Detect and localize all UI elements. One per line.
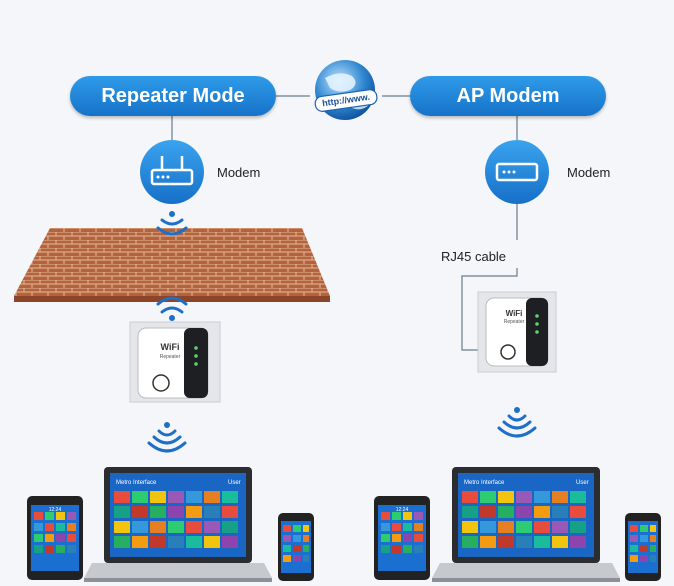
repeater-mode-title: Repeater Mode (70, 76, 276, 116)
rj45-cable-label: RJ45 cable (441, 249, 507, 264)
right-modem-label: Modem (567, 165, 611, 180)
tablet-right (374, 496, 430, 580)
tablet-left (27, 496, 83, 580)
laptop-right-title: Metro Interface (464, 480, 505, 486)
tablet-left-time: 12:24 (49, 507, 62, 513)
repeater-left (129, 321, 221, 403)
repeater-left-sub: Repeater (160, 354, 181, 360)
ap-modem-title: AP Modem (410, 76, 606, 116)
brick-wall (14, 228, 330, 302)
wifi-wave-right (497, 407, 537, 438)
wifi-wave-left (147, 422, 187, 453)
right-modem-icon (485, 140, 549, 204)
left-modem-icon (140, 140, 204, 204)
repeater-right-brand: WiFi (506, 309, 523, 318)
phone-left (278, 513, 314, 581)
repeater-right (477, 291, 557, 373)
laptop-left-title: Metro Interface (116, 480, 157, 486)
connector-lines (171, 95, 518, 351)
tablet-right-time: 12:24 (396, 507, 409, 513)
wifi-wave-wall-left (156, 296, 188, 321)
wifi-wave-modem-left (156, 211, 188, 236)
laptop-left (84, 467, 272, 582)
phone-right (625, 513, 661, 581)
laptop-right-user: User (576, 480, 589, 486)
repeater-right-sub: Repeater (504, 319, 525, 325)
laptop-left-user: User (228, 480, 241, 486)
repeater-left-brand: WiFi (161, 342, 180, 352)
laptop-right (432, 467, 620, 582)
globe-icon (314, 60, 378, 120)
left-modem-label: Modem (217, 165, 261, 180)
